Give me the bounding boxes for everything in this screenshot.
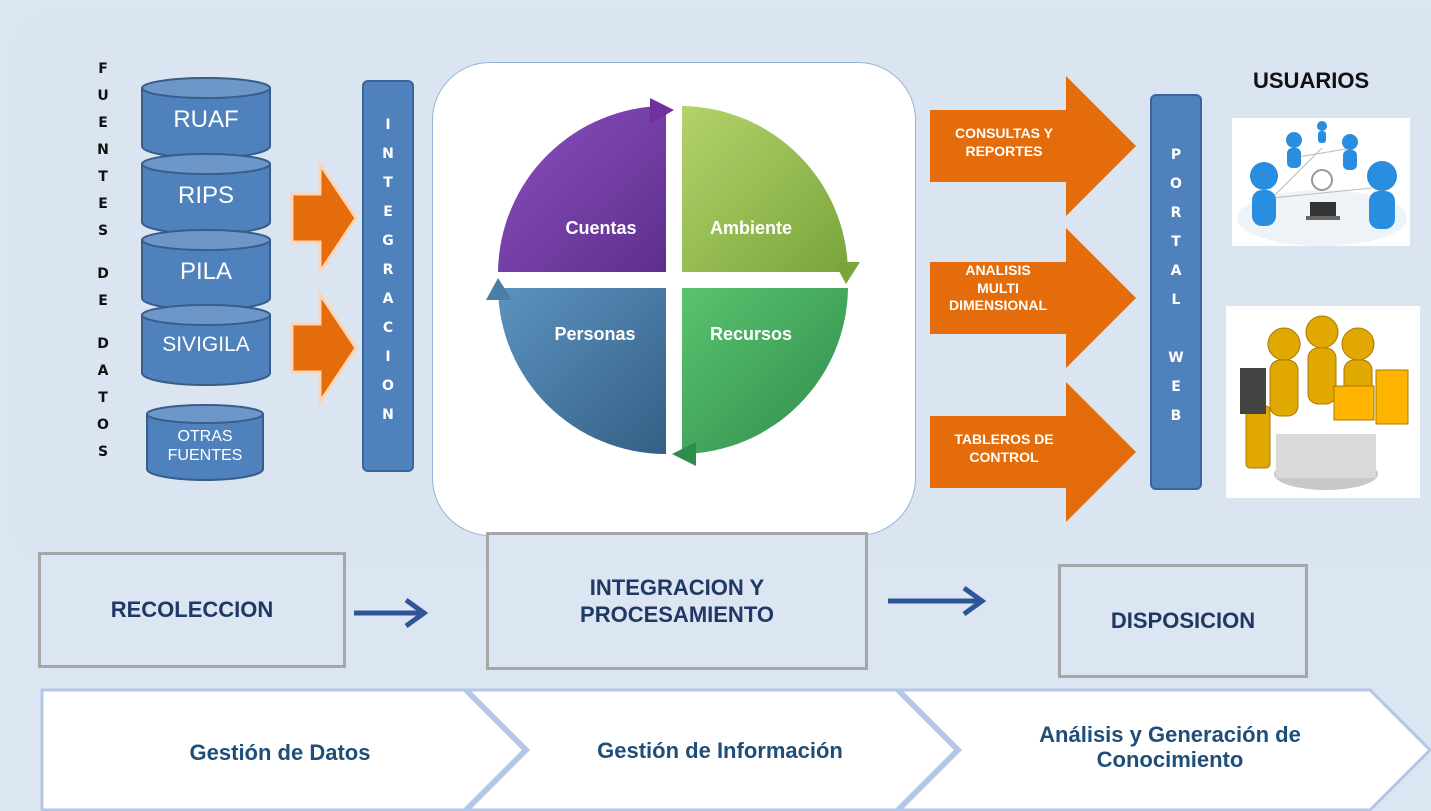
phase-chevrons <box>40 688 1431 811</box>
quadrant-recursos-label: Recursos <box>709 324 793 344</box>
stage-disposicion: DISPOSICION <box>1058 564 1308 678</box>
phase-analisis-conocimiento: Análisis y Generación de Conocimiento <box>1039 722 1301 773</box>
quadrant-cuentas-label: Cuentas <box>565 218 637 238</box>
quadrant-cycle-diagram <box>486 98 860 466</box>
source-ruaf-label: RUAF <box>173 106 239 133</box>
source-pila-label: PILA <box>179 258 233 285</box>
output-arrow-tableros <box>930 382 1136 522</box>
usuarios-title: USUARIOS <box>1253 68 1370 93</box>
portal-web-bar <box>1150 94 1202 490</box>
output-arrow-consultas <box>930 76 1136 216</box>
quadrant-ambiente-label: Ambiente <box>709 218 792 238</box>
quadrant-personas-label: Personas <box>554 324 636 344</box>
stage-integracion-procesamiento: INTEGRACION Y PROCESAMIENTO <box>486 532 868 670</box>
arrow-right-icon <box>290 160 358 276</box>
stage-recoleccion: RECOLECCION <box>38 552 346 668</box>
source-otras-fuentes-label: OTRAS FUENTES <box>167 428 243 465</box>
arrow-right-icon <box>888 585 987 617</box>
source-ruaf: RUAF <box>140 76 272 162</box>
quadrant-recursos <box>682 288 848 454</box>
source-sivigila-label: SIVIGILA <box>162 333 250 356</box>
output-arrow-analisis <box>930 228 1136 368</box>
quadrant-ambiente <box>682 106 848 272</box>
source-rips: RIPS <box>140 152 272 238</box>
quadrant-personas <box>498 288 666 454</box>
phase-gestion-datos: Gestión de Datos <box>189 740 371 765</box>
source-otras-fuentes: OTRAS FUENTES <box>145 403 265 483</box>
integracion-bar <box>362 80 414 472</box>
users-network-icon <box>1232 118 1410 246</box>
arrow-right-icon <box>354 597 429 629</box>
quadrant-cuentas <box>498 106 666 272</box>
source-sivigila: SIVIGILA <box>140 303 272 389</box>
users-working-icon <box>1226 306 1420 498</box>
source-rips-label: RIPS <box>177 182 234 209</box>
phase-gestion-informacion: Gestión de Información <box>597 738 843 763</box>
arrow-right-icon <box>290 290 358 406</box>
source-pila: PILA <box>140 228 272 314</box>
